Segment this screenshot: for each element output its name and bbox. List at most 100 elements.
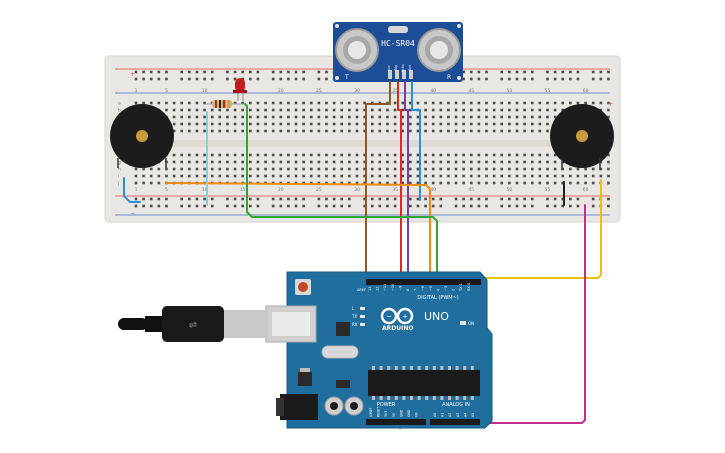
row-letter-right: c [607,116,610,121]
svg-text:+: + [402,313,408,321]
piezo-buzzer-right[interactable] [550,104,614,170]
digital-pin-label: 4 [436,288,440,291]
row-letter-right: h [607,167,610,173]
column-number-top: 60 [583,88,589,94]
column-number-bottom: 20 [278,187,284,193]
status-led-label: L [352,306,355,311]
column-number-top: 30 [354,88,360,94]
column-number-bottom: 40 [430,187,436,193]
voltage-regulator [298,368,312,386]
wire-purple-sensor-trig[interactable] [404,81,409,284]
digital-label: DIGITAL (PWM~) [417,295,459,301]
atmega-chip [368,366,480,400]
column-number-top: 45 [468,88,474,94]
power-pin-label: GND [399,409,403,417]
row-letter-right: g [607,161,610,166]
analog-pin-label: A1 [441,413,445,417]
sensor-pin[interactable] [395,70,399,79]
sensor-pin[interactable] [402,70,406,79]
digital-pin-label: RX 0 [467,283,471,291]
row-letter-right: i [607,174,608,180]
column-number-bottom: 50 [507,187,513,193]
brand-label: ARDUINO [382,325,413,332]
breadboard[interactable]: 1155101015152020252530303535404045455050… [104,55,621,223]
wire-red-sensor-vcc[interactable] [397,81,402,284]
arduino-logo: − + [380,307,414,325]
analog-pin-label: A0 [433,413,437,417]
model-label: UNO [424,310,449,323]
digital-pin-label: ~6 [421,286,425,291]
column-number-top: 35 [392,88,398,94]
status-led [360,307,365,310]
analog-header [430,419,480,425]
column-number-bottom: 15 [240,187,246,193]
column-number-bottom: 45 [468,187,474,193]
aref-label: AREF [357,288,366,292]
rail-markers: + + − [130,71,613,217]
power-pin-label: 3V3 [384,411,388,417]
svg-text:+: + [608,101,613,108]
digital-pin-label: 12 [376,287,380,291]
row-letter-left: g [118,161,121,166]
wire-orange-buzzer[interactable] [165,182,431,284]
analog-pin-label: A5 [471,413,475,417]
on-label: ON [468,321,474,326]
reset-button[interactable] [295,279,311,295]
power-pin-label: GND [407,409,411,417]
sensor-pin-label: Gnd [408,65,412,72]
resistor[interactable] [205,100,245,108]
crystal [321,345,359,359]
power-barrel-jack[interactable] [276,394,318,420]
sensor-pin[interactable] [409,70,413,79]
row-letter-right: a [607,102,610,107]
column-number-bottom: 1 [135,187,138,193]
power-pin-label: IOREF [369,407,373,417]
row-letter-right: j [606,181,608,187]
svg-text:−: − [386,313,392,321]
column-number-top: 10 [202,88,208,94]
capacitors [324,396,364,416]
svg-text:−: − [130,210,135,217]
column-number-top: 40 [430,88,436,94]
digital-pin-label: 8 [406,289,410,291]
row-letter-left: i [118,174,119,180]
digital-pin-label: 13 [368,287,372,291]
wire-blue-sensor-echo[interactable] [411,81,421,201]
row-letter-left: a [118,102,121,107]
piezo-buzzer-left[interactable] [110,104,174,168]
sensor-pin-label: Vcc [387,65,391,71]
digital-pin-label: 7 [414,289,418,291]
row-letter-left: b [118,108,121,114]
wire-blue-ground-left[interactable] [123,177,141,203]
sensor-pin[interactable] [388,70,392,79]
wire-green-led[interactable] [244,103,438,284]
usb-connector[interactable] [265,305,317,343]
power-header [366,419,426,425]
receiver-transducer [417,28,461,72]
status-led-label: TX [351,314,357,319]
sensor-pin-label: Echo [401,64,405,72]
sensor-model-label: HC-SR04 [381,39,415,48]
column-number-top: 25 [316,88,322,94]
digital-pin-label: ~9 [398,286,402,291]
digital-pin-label: ~11 [383,284,387,291]
usb-icon: ⇌ [189,320,197,331]
status-led [360,323,365,326]
row-letter-right: f [607,153,609,159]
svg-text:+: + [130,71,135,78]
column-number-bottom: 35 [392,187,398,193]
column-number-bottom: 60 [583,187,589,193]
analog-pin-label: A3 [456,413,460,417]
column-number-top: 1 [135,88,138,94]
sensor-t-mark: T [344,74,349,81]
column-number-bottom: 10 [202,187,208,193]
digital-header [366,279,481,285]
red-led[interactable] [233,78,247,101]
row-letter-left: j [117,181,119,187]
